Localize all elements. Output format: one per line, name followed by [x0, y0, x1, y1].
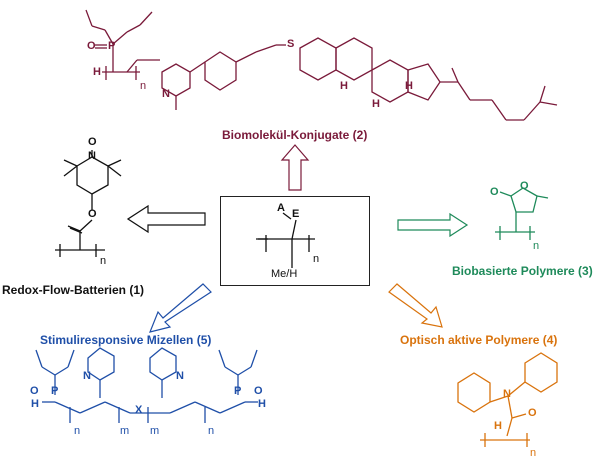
- arrow-left-redox: [126, 204, 206, 234]
- tempo-atom-ester-o: O: [88, 208, 97, 220]
- center-atom-n: n: [313, 253, 320, 265]
- center-atom-e: E: [292, 208, 300, 220]
- stim-atom-h1: H: [31, 398, 39, 410]
- tempo-atom-n-sub: n: [100, 255, 107, 267]
- stim-atom-h2: H: [258, 398, 266, 410]
- center-monomer: [256, 212, 315, 268]
- center-atom-a: A: [277, 202, 285, 214]
- label-biobased: Biobasierte Polymere (3): [452, 264, 593, 278]
- biobased-atom-carbonyl-o: O: [490, 186, 499, 198]
- opt-atom-n: N: [503, 388, 511, 400]
- center-monomer-box: [220, 196, 370, 286]
- stim-atom-n2: n: [208, 425, 215, 437]
- bio-atom-h: H: [93, 66, 101, 78]
- bio-atom-s: S: [287, 38, 295, 50]
- stim-atom-p1: P: [51, 385, 59, 397]
- center-atom-meh: Me/H: [271, 268, 298, 280]
- arrow-up-biomolecule: [280, 144, 310, 191]
- stim-atom-p2: P: [234, 385, 242, 397]
- label-redox: Redox-Flow-Batterien (1): [2, 283, 145, 297]
- arrow-downleft-stimuli: [149, 283, 212, 333]
- tempo-atom-o: O: [88, 136, 97, 148]
- bio-atom-h2: H: [372, 98, 380, 110]
- biobased-structure: [495, 187, 549, 240]
- stim-atom-pyr-n2: N: [176, 370, 184, 382]
- biobased-atom-n: n: [533, 240, 540, 252]
- bio-atom-n-sub: n: [140, 80, 147, 92]
- optical-structure: [457, 352, 558, 447]
- label-biomolecule: Biomolekül-Konjugate (2): [222, 128, 368, 142]
- label-stimuli: Stimuliresponsive Mizellen (5): [40, 333, 212, 347]
- bio-atom-o: O: [87, 40, 96, 52]
- bio-atom-pyr-n: N: [162, 88, 170, 100]
- bio-atom-h3: H: [405, 80, 413, 92]
- label-optical: Optisch aktive Polymere (4): [400, 333, 558, 347]
- arrow-right-biobased: [397, 212, 469, 238]
- biomolecule-structure: [85, 9, 558, 121]
- tempo-structure: [55, 150, 122, 257]
- stim-atom-pyr-n1: N: [83, 370, 91, 382]
- arrow-downright-optical: [388, 283, 443, 328]
- stim-atom-n1: n: [74, 425, 81, 437]
- tempo-atom-n: N: [88, 150, 96, 162]
- opt-atom-o: O: [528, 407, 537, 419]
- biobased-atom-o: O: [520, 180, 529, 192]
- bio-atom-h1: H: [340, 80, 348, 92]
- stim-atom-x: X: [135, 404, 143, 416]
- opt-atom-n-sub: n: [530, 447, 537, 459]
- stim-atom-m2: m: [150, 425, 160, 437]
- opt-atom-h: H: [494, 420, 502, 432]
- stim-atom-o2: O: [254, 385, 263, 397]
- stim-atom-o1: O: [30, 385, 39, 397]
- stim-atom-m1: m: [120, 425, 130, 437]
- bio-atom-p: P: [108, 40, 116, 52]
- stimuli-structure: [35, 347, 258, 423]
